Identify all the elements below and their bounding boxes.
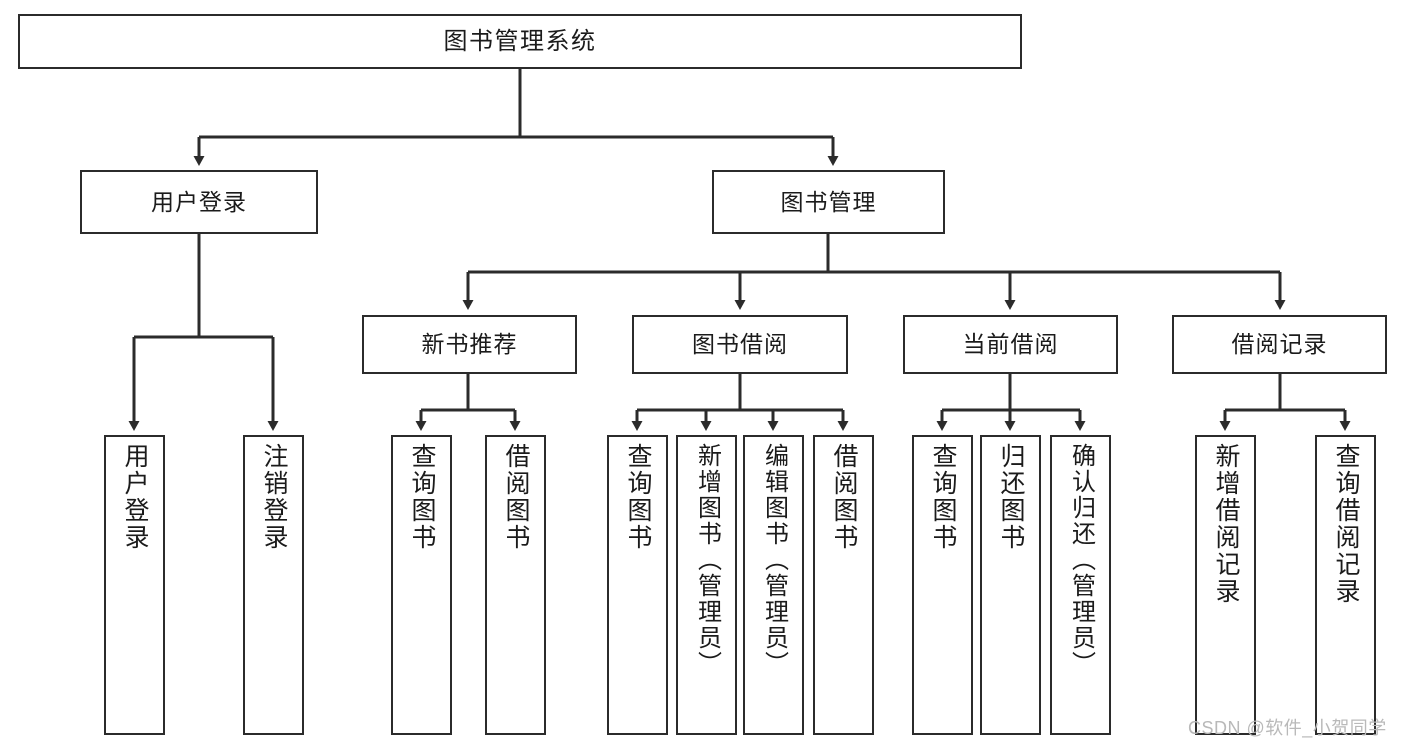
node-label: 查询借阅记录 (1332, 443, 1360, 605)
node-book-borrow[interactable]: 图书借阅 (632, 315, 848, 374)
node-label: 查询图书 (929, 443, 957, 551)
node-leaf-borrow-book-recommend[interactable]: 借阅图书 (485, 435, 546, 735)
node-leaf-query-book-borrow[interactable]: 查询图书 (607, 435, 668, 735)
node-label: 新书推荐 (421, 331, 518, 358)
node-root-book-management-system[interactable]: 图书管理系统 (18, 14, 1022, 69)
node-leaf-logout[interactable]: 注销登录 (243, 435, 304, 735)
node-label: 注销登录 (260, 443, 288, 551)
node-user-login[interactable]: 用户登录 (80, 170, 318, 234)
node-label: 新增图书（管理员） (693, 443, 721, 677)
node-leaf-user-login[interactable]: 用户登录 (104, 435, 165, 735)
node-book-management[interactable]: 图书管理 (712, 170, 945, 234)
node-label: 借阅图书 (830, 443, 858, 551)
node-leaf-query-borrow-record[interactable]: 查询借阅记录 (1315, 435, 1376, 735)
node-label: 归还图书 (997, 443, 1025, 551)
node-label: 查询图书 (624, 443, 652, 551)
node-label: 借阅图书 (502, 443, 530, 551)
node-new-book-recommend[interactable]: 新书推荐 (362, 315, 577, 374)
node-borrow-record[interactable]: 借阅记录 (1172, 315, 1387, 374)
node-label: 当前借阅 (962, 331, 1059, 358)
node-label: 图书管理 (780, 188, 877, 215)
node-label: 查询图书 (408, 443, 436, 551)
node-current-borrow[interactable]: 当前借阅 (903, 315, 1118, 374)
node-label: 图书借阅 (692, 331, 788, 358)
node-leaf-borrow-book[interactable]: 借阅图书 (813, 435, 874, 735)
node-label: 用户登录 (151, 188, 247, 215)
node-leaf-query-book-recommend[interactable]: 查询图书 (391, 435, 452, 735)
node-label: 用户登录 (121, 443, 149, 551)
node-leaf-add-book-admin[interactable]: 新增图书（管理员） (676, 435, 737, 735)
node-leaf-edit-book-admin[interactable]: 编辑图书（管理员） (743, 435, 804, 735)
node-leaf-confirm-return-admin[interactable]: 确认归还（管理员） (1050, 435, 1111, 735)
node-label: 确认归还（管理员） (1067, 443, 1095, 677)
node-leaf-add-borrow-record[interactable]: 新增借阅记录 (1195, 435, 1256, 735)
csdn-watermark: CSDN @软件_小贺同学 (1188, 718, 1387, 738)
node-leaf-return-book[interactable]: 归还图书 (980, 435, 1041, 735)
node-label: 新增借阅记录 (1212, 443, 1240, 605)
node-label: 借阅记录 (1231, 331, 1328, 358)
node-label: 图书管理系统 (443, 27, 597, 55)
node-label: 编辑图书（管理员） (760, 443, 788, 677)
node-leaf-query-book-current[interactable]: 查询图书 (912, 435, 973, 735)
